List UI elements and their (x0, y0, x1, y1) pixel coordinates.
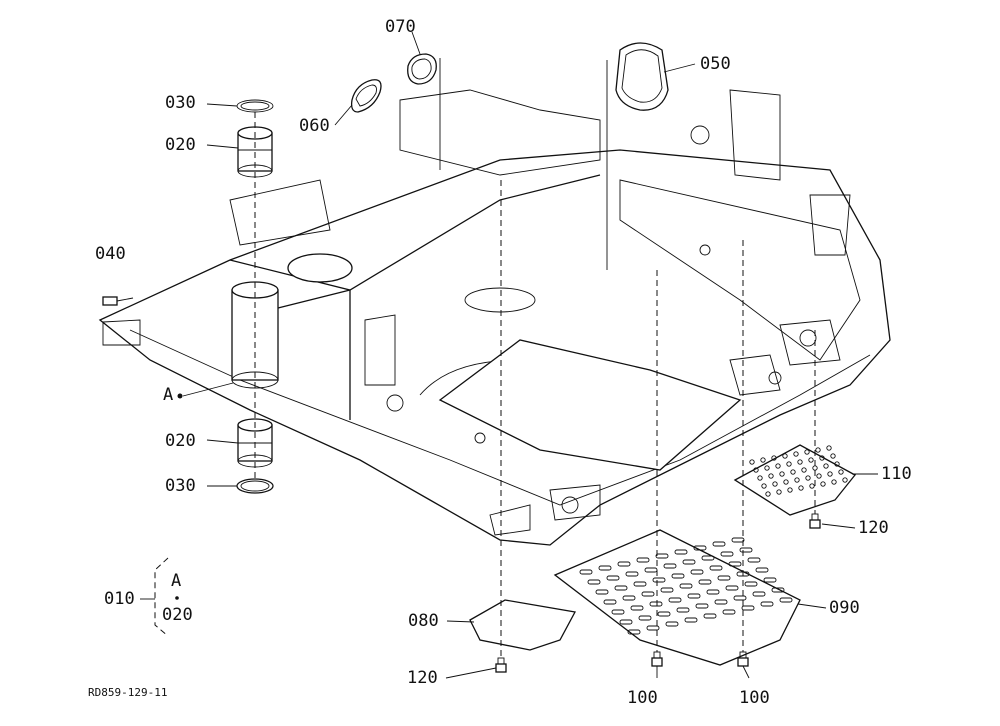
legend-item-a: A (171, 571, 182, 591)
bolt-040 (102, 296, 118, 306)
legend-item-020: 020 (162, 605, 193, 625)
callout-070: 070 (385, 17, 416, 37)
callout-a: A (163, 385, 174, 405)
callout-100-right: 100 (739, 688, 770, 708)
callout-110: 110 (881, 464, 912, 484)
main-frame (98, 89, 891, 546)
seal-060 (350, 79, 382, 113)
bolt-120-right (809, 513, 821, 529)
seal-050 (615, 42, 669, 111)
callout-080: 080 (408, 611, 439, 631)
legend-bracket (140, 557, 179, 637)
grating-110 (733, 444, 856, 516)
grating-090 (553, 529, 801, 666)
callout-040: 040 (95, 244, 126, 264)
drawing-ref: RD859-129-11 (88, 686, 168, 699)
leader-lines (116, 31, 878, 679)
callout-120-bottom: 120 (407, 668, 438, 688)
callout-030-top: 030 (165, 93, 196, 113)
callout-020-top: 020 (165, 135, 196, 155)
bolt-120-bottom (495, 657, 507, 673)
callout-060: 060 (299, 116, 330, 136)
callout-030-bottom: 030 (165, 476, 196, 496)
callout-020-bottom: 020 (165, 431, 196, 451)
legend-ref: 010 (104, 589, 135, 609)
seal-070 (407, 53, 437, 85)
bolt-100-left (651, 651, 663, 667)
cover-080 (469, 599, 576, 651)
callout-120-right: 120 (858, 518, 889, 538)
callout-050: 050 (700, 54, 731, 74)
callout-090: 090 (829, 598, 860, 618)
callout-100-left: 100 (627, 688, 658, 708)
